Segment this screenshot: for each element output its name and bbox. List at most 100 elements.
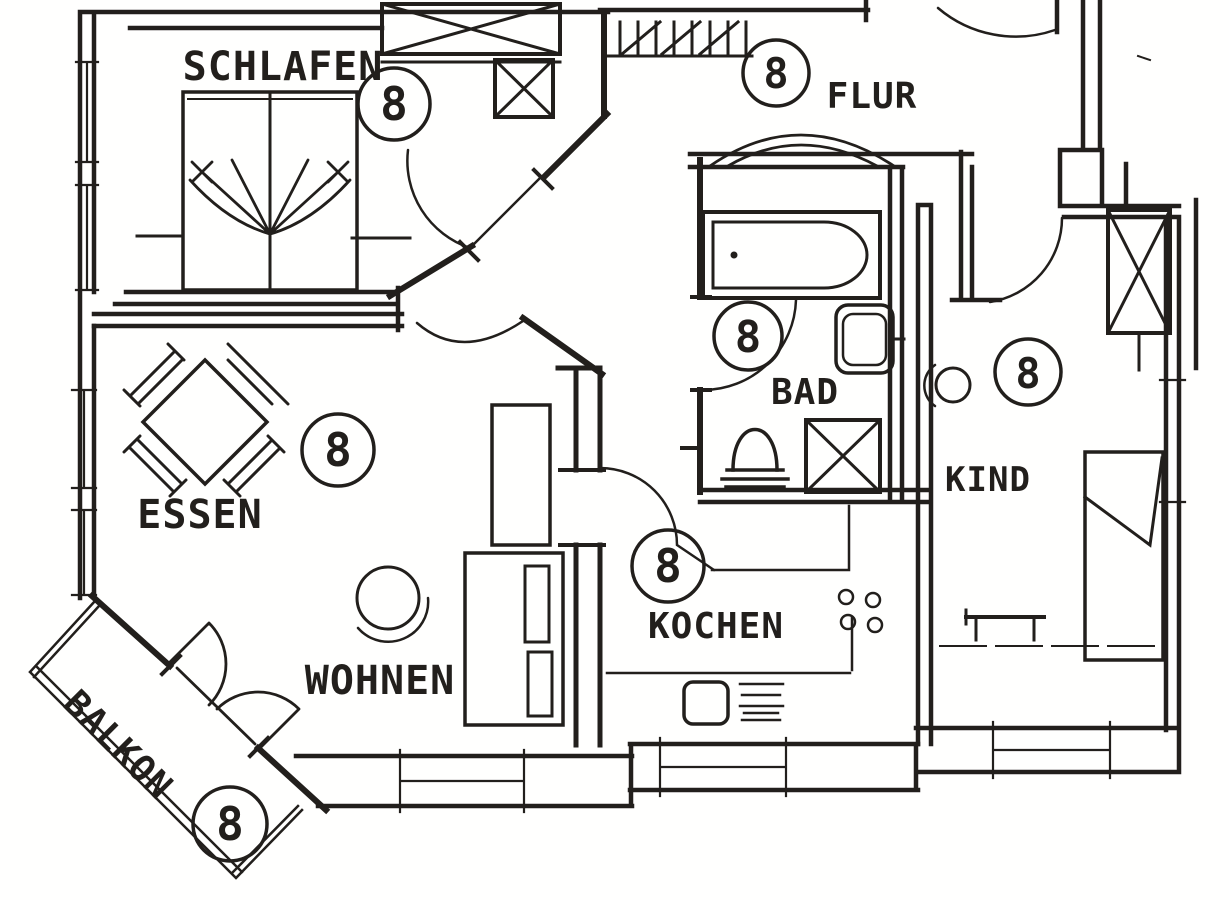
room-kind bbox=[923, 207, 1173, 662]
stairs-icon bbox=[606, 19, 1152, 62]
flur-arch bbox=[708, 133, 896, 168]
balcony-railing bbox=[28, 599, 304, 880]
balkon-double-door bbox=[166, 621, 301, 752]
badge-circle bbox=[300, 412, 376, 488]
toilet-base bbox=[720, 468, 790, 489]
child-bed-icon bbox=[1082, 450, 1165, 662]
room-label-flur: FLUR bbox=[827, 76, 918, 117]
badge-circle bbox=[741, 38, 811, 108]
shower-outline bbox=[804, 418, 882, 494]
bench-legs bbox=[964, 608, 1036, 642]
wardrobe-kind-icon bbox=[1105, 207, 1173, 372]
unit-badge-balkon: 8 bbox=[191, 785, 269, 863]
room-label-balkon: BALKON bbox=[55, 683, 180, 808]
wohnen-opening-arc bbox=[415, 319, 525, 344]
window-lines bbox=[70, 60, 1187, 814]
stool-icon bbox=[923, 363, 972, 408]
room-kochen bbox=[605, 504, 884, 726]
room-bad bbox=[701, 210, 906, 495]
stool-circle bbox=[934, 366, 972, 404]
shelf-icon bbox=[490, 403, 552, 547]
dining-table-icon bbox=[122, 342, 290, 498]
unit-badge-kochen: 8 bbox=[630, 528, 706, 604]
bed-blanket-fan bbox=[188, 158, 352, 236]
bathtub-inner bbox=[711, 220, 869, 290]
coffee-table-icon bbox=[355, 565, 430, 643]
room-label-bad: BAD bbox=[771, 372, 839, 413]
window-symbols bbox=[70, 60, 1187, 814]
double-bed-icon bbox=[135, 90, 412, 292]
bench-icon bbox=[964, 608, 1046, 642]
burner-1 bbox=[837, 588, 855, 606]
balcony-railing-lines bbox=[28, 599, 304, 880]
cabinet-icon bbox=[463, 551, 565, 727]
exterior-wall-lines bbox=[77, 0, 1199, 809]
nightstand-marks bbox=[135, 234, 412, 240]
badge-circle bbox=[993, 337, 1063, 407]
badge-circle bbox=[191, 785, 269, 863]
badge-circle bbox=[712, 300, 784, 372]
unit-badge-bad: 8 bbox=[712, 300, 784, 372]
kitchen-counter-lines bbox=[605, 504, 854, 675]
washbasin-icon bbox=[834, 303, 906, 375]
wardrobe-icon bbox=[380, 2, 562, 120]
unit-badge-schlafen: 8 bbox=[356, 66, 432, 142]
unit-badge-wohnen: 8 bbox=[300, 412, 376, 488]
room-label-kochen: KOCHEN bbox=[648, 606, 784, 647]
burner-4 bbox=[866, 616, 884, 634]
bathtub-drain bbox=[730, 251, 738, 259]
wardrobe-small-outline bbox=[493, 58, 555, 119]
door-swing-arcs bbox=[166, 6, 1064, 752]
badge-number: 8 bbox=[735, 312, 762, 363]
bathtub-outline bbox=[701, 210, 882, 300]
badge-number: 8 bbox=[324, 423, 352, 477]
stove-icon bbox=[837, 588, 884, 634]
bathtub-icon bbox=[701, 210, 882, 300]
burner-3 bbox=[839, 613, 857, 631]
badge-circle bbox=[630, 528, 706, 604]
wardrobe-kind-cross bbox=[1105, 207, 1173, 372]
badge-number: 8 bbox=[763, 49, 788, 98]
stairs-hatching bbox=[606, 19, 754, 58]
interior-wall-thick bbox=[87, 9, 703, 815]
badge-circle bbox=[356, 66, 432, 142]
badge-number: 8 bbox=[380, 77, 408, 131]
child-bed-outline bbox=[1083, 450, 1165, 662]
burner-2 bbox=[864, 591, 882, 609]
badge-number: 8 bbox=[216, 797, 244, 851]
room-label-kind: KIND bbox=[945, 460, 1031, 500]
dining-table-top bbox=[140, 357, 270, 487]
coffee-table-arc bbox=[356, 596, 430, 643]
washbasin-inner bbox=[841, 312, 888, 367]
unit-badge-kind: 8 bbox=[993, 337, 1063, 407]
cabinet-door-bottom bbox=[526, 650, 554, 718]
chair-icons bbox=[122, 342, 290, 498]
room-label-wohnen: WOHNEN bbox=[305, 658, 456, 704]
exterior-walls bbox=[77, 0, 1199, 809]
room-label-essen: ESSEN bbox=[137, 492, 262, 538]
cabinet-outline bbox=[463, 551, 565, 727]
unit-number-badges: 8 8 8 8 8 8 8 bbox=[191, 38, 1063, 863]
room-label-schlafen: SCHLAFEN bbox=[183, 44, 384, 90]
toilet-icon bbox=[720, 427, 790, 489]
badge-number: 8 bbox=[654, 539, 682, 593]
room-schlafen bbox=[135, 2, 562, 292]
stool-arc bbox=[923, 363, 937, 408]
shower-icon bbox=[803, 417, 883, 495]
kind-door-arc bbox=[988, 216, 1064, 304]
wardrobe-top-outline bbox=[380, 2, 562, 56]
interior-walls bbox=[87, 9, 1003, 815]
corridor-wall bbox=[555, 365, 603, 748]
child-bed-fold bbox=[1082, 456, 1164, 548]
dish-rack-icon bbox=[738, 682, 785, 722]
room-wohnen-essen bbox=[122, 342, 565, 727]
shower-cross bbox=[803, 417, 883, 495]
cabinet-door-top bbox=[523, 564, 551, 644]
toilet-bowl bbox=[731, 427, 779, 472]
wardrobe-small-cross bbox=[492, 57, 556, 120]
coffee-table-circle bbox=[355, 565, 421, 631]
badge-number: 8 bbox=[1015, 349, 1040, 398]
unit-badge-flur: 8 bbox=[741, 38, 811, 108]
